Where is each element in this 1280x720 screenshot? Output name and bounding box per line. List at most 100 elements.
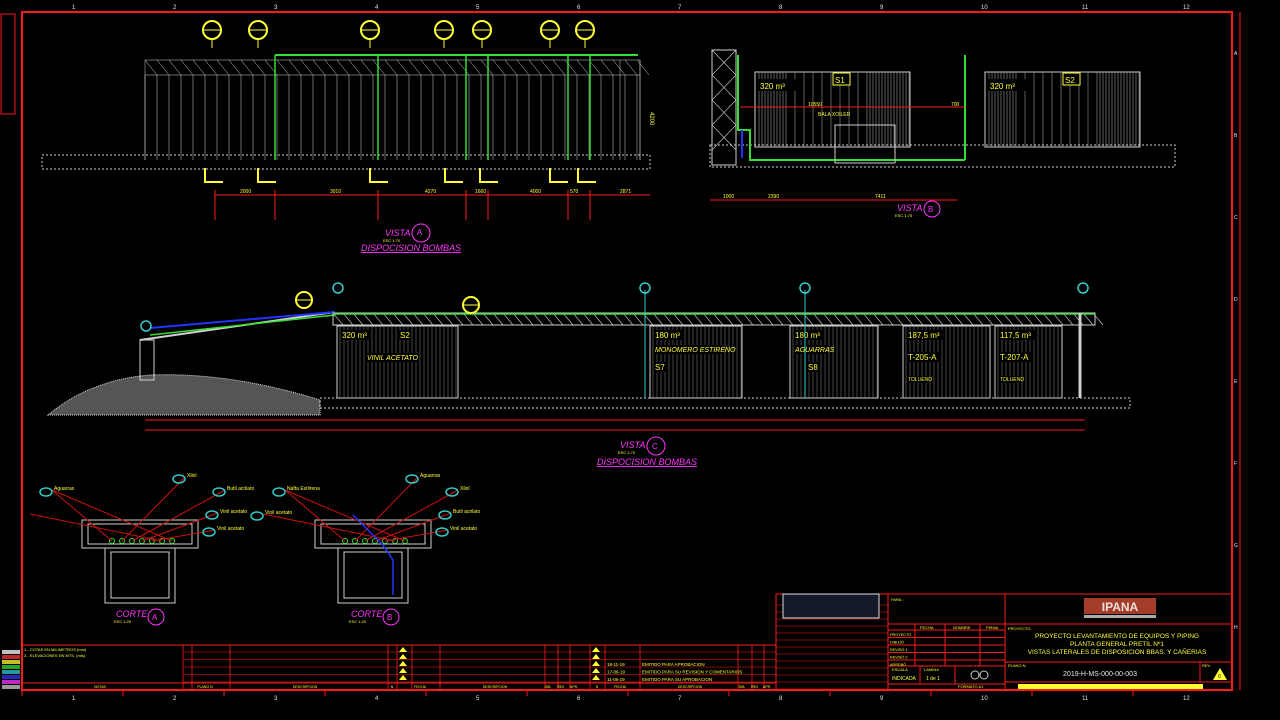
nombre-header: NOMBRE xyxy=(953,625,971,630)
grid-bubble-icon xyxy=(202,20,222,48)
plano-label: PLANO N xyxy=(1008,663,1026,668)
revision-description: EMITIDO PARA SU APROBACION xyxy=(642,677,712,682)
revision-header: N xyxy=(391,685,394,689)
revision-header: APR. xyxy=(763,685,771,689)
revision-header: APR. xyxy=(570,685,578,689)
formato: FORMATO A1 xyxy=(958,684,984,689)
revision-triangle-icon xyxy=(1213,668,1227,680)
column-label: 7 xyxy=(678,5,682,11)
pump-symbol xyxy=(577,168,596,183)
row-label: C xyxy=(1234,215,1238,221)
view-b-foundation xyxy=(709,144,1176,168)
column-label: 2 xyxy=(173,696,177,702)
column-label: 6 xyxy=(577,5,581,11)
column-label: 1 xyxy=(72,5,76,11)
dim-text: 1000 xyxy=(723,194,734,200)
left-margin-box xyxy=(0,13,16,115)
grid-bubble-icon xyxy=(462,296,480,314)
pipe-section xyxy=(159,538,165,544)
tank-product: TOLUENO xyxy=(908,377,932,383)
revision-triangle-icon xyxy=(399,647,407,652)
project-line-2: PLANTA GENERAL PRETIL Nº1 xyxy=(1070,641,1164,648)
revision-triangle-icon xyxy=(399,675,407,680)
section-b-letter: B xyxy=(387,613,392,622)
dim-text: 2390 xyxy=(768,194,779,200)
pump-symbol xyxy=(444,168,463,183)
callout-label: Xilol xyxy=(460,486,469,492)
pipe-section xyxy=(109,538,115,544)
view-c-rack-bracing xyxy=(332,312,1104,326)
leader-line xyxy=(374,512,452,542)
revision-description: EMITIDO PARA SU REVISION Y COMENTARIOS xyxy=(642,670,742,675)
grid-bubble-icon xyxy=(1077,282,1089,294)
pump-symbol xyxy=(369,168,388,183)
pipe-section xyxy=(392,538,398,544)
callout-balloon-icon xyxy=(39,487,53,497)
callout-balloon-icon xyxy=(405,474,419,484)
column-label: 12 xyxy=(1183,696,1190,702)
view-b-tower-bracing xyxy=(711,49,737,151)
grid-bubble-icon xyxy=(472,20,492,48)
callout-balloon-icon xyxy=(435,527,449,537)
view-c-green-pipe xyxy=(149,314,336,336)
section-b-bubble xyxy=(382,608,400,626)
dim-text: 4270 xyxy=(425,189,436,195)
truss xyxy=(144,59,650,160)
view-c-subtitle: DISPOCISION BOMBAS xyxy=(597,457,697,467)
revision-header: DIB. xyxy=(545,685,552,689)
tank-volume: 117,5 m³ xyxy=(1000,331,1031,340)
column-label: 4 xyxy=(375,696,379,702)
escala-value: INDICADA xyxy=(892,676,917,682)
revision-triangle-icon xyxy=(592,654,600,659)
revision-triangle-icon xyxy=(592,647,600,652)
grid-bubble-icon xyxy=(248,20,268,48)
view-b-equipment xyxy=(834,124,896,164)
leader-line xyxy=(51,489,173,542)
revision-triangle-icon xyxy=(399,654,407,659)
column-label: 12 xyxy=(1183,5,1190,11)
leader-line xyxy=(131,489,226,542)
pipe-section xyxy=(352,538,358,544)
proyecto-label: PROYECTO: xyxy=(1008,626,1032,631)
view-c-grid-bubbles xyxy=(140,282,1089,332)
view-c-title: VISTA xyxy=(620,440,645,450)
grid-bubble-icon xyxy=(799,282,811,294)
callout-balloon-icon xyxy=(250,511,264,521)
view-b-letter: B xyxy=(928,205,933,214)
firma-header: FIRMA xyxy=(986,625,999,630)
pump-symbol xyxy=(204,168,223,183)
callout-balloon-icon xyxy=(445,487,459,497)
legend-swatch xyxy=(2,670,20,674)
revision-triangle-icon xyxy=(592,661,600,666)
view-a-subtitle: DISPOCISION BOMBAS xyxy=(361,243,461,253)
tank-volume: 187,5 m³ xyxy=(908,331,940,340)
tank-volume: 320 m³ xyxy=(990,82,1015,91)
callout-label: Butil acrilato xyxy=(227,486,254,492)
pipe-section xyxy=(119,538,125,544)
dim-text: 2000 xyxy=(240,189,251,195)
row-label: G xyxy=(1234,543,1238,549)
column-label: 2 xyxy=(173,5,177,11)
callout-balloon-icon xyxy=(202,527,216,537)
section-a-title: CORTE xyxy=(116,609,148,619)
row-label: A xyxy=(1234,51,1238,57)
row-label: H xyxy=(1234,625,1238,631)
tank-volume: 320 m³ xyxy=(342,331,367,340)
sheet-border xyxy=(21,11,1233,691)
callout-balloon-icon xyxy=(212,487,226,497)
leader-line xyxy=(151,529,216,542)
view-a-pipe-risers xyxy=(204,55,596,183)
column-label: 3 xyxy=(274,696,278,702)
row-label: B xyxy=(1234,133,1238,139)
view-b-title: VISTA xyxy=(897,203,922,213)
tank-product: MONOMERO ESTIRENO xyxy=(655,347,736,354)
pipe-section xyxy=(362,538,368,544)
